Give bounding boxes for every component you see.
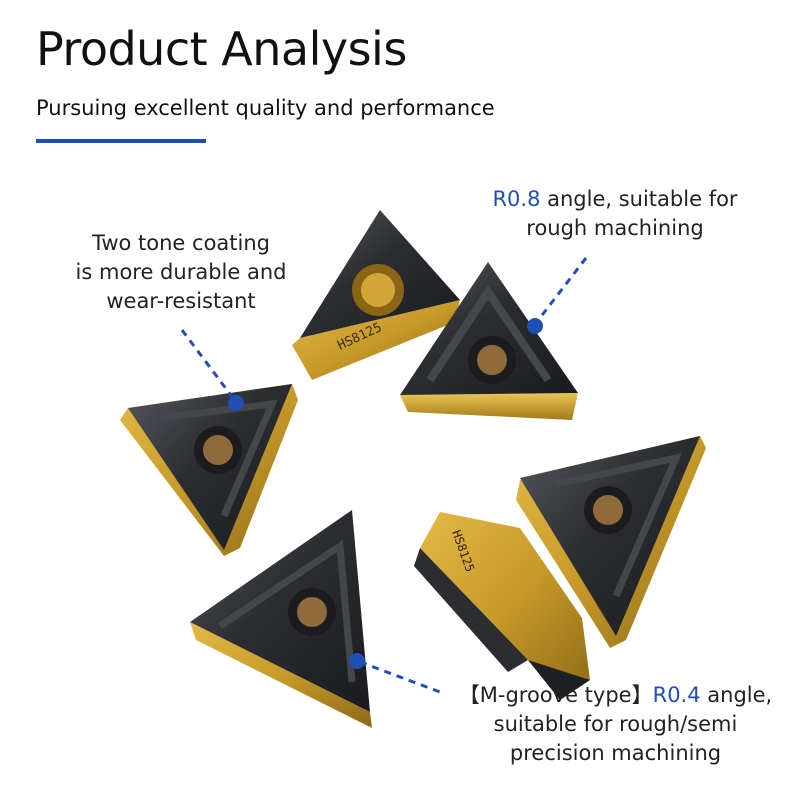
insert-right (516, 436, 706, 648)
page-title: Product Analysis (36, 22, 407, 76)
callout-r04-prefix: 【M-groove type】 (458, 683, 653, 707)
callout-r04-rest: angle, (700, 683, 773, 707)
callout-coating-line3: wear-resistant (106, 289, 256, 313)
page-subtitle: Pursuing excellent quality and performan… (36, 96, 495, 120)
callout-r04-highlight: R0.4 (652, 683, 701, 707)
callout-dot-coating (228, 395, 244, 411)
insert-top-left: HS8125 (292, 210, 460, 380)
callout-r04-line3: precision machining (509, 741, 722, 765)
title-underline (36, 139, 206, 143)
callout-dot-r08 (527, 318, 543, 334)
callout-r08-line2: rough machining (526, 216, 704, 240)
insert-left (120, 384, 298, 556)
callout-r08-rest: angle, suitable for (540, 187, 738, 211)
callout-coating-line2: is more durable and (75, 260, 287, 284)
callout-coating: Two tone coating is more durable and wea… (56, 229, 306, 316)
callout-dot-r04 (349, 653, 365, 669)
callout-coating-line1: Two tone coating (91, 231, 270, 255)
callout-r08: R0.8 angle, suitable for rough machining (470, 185, 760, 243)
callout-r04-line2: suitable for rough/semi (493, 712, 738, 736)
callout-markers (180, 257, 588, 694)
insert-bottom-left (190, 510, 372, 728)
insert-bottom-middle: HS8125 (414, 512, 590, 700)
callout-r04: 【M-groove type】R0.4 angle, suitable for … (438, 681, 793, 768)
callout-r08-highlight: R0.8 (492, 187, 541, 211)
insert-top-right (400, 262, 578, 420)
